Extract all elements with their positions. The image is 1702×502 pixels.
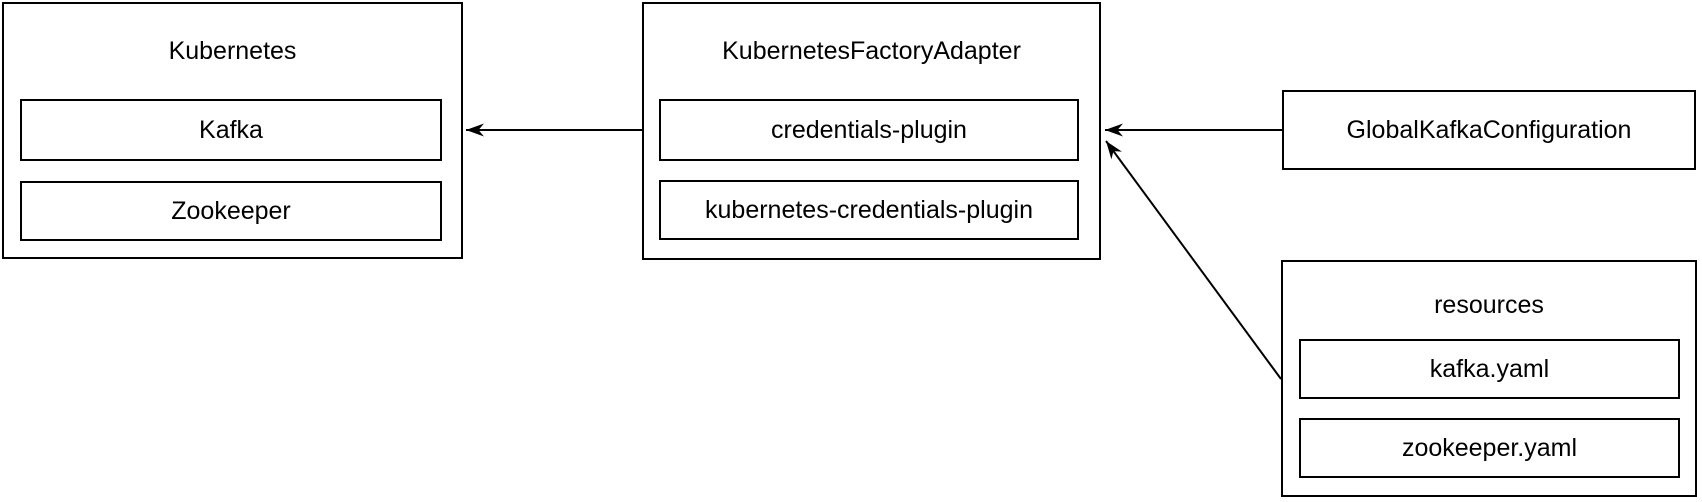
node-kubernetes-credentials-plugin: kubernetes-credentials-plugin [659,180,1079,240]
node-kubernetes-title: Kubernetes [168,37,297,65]
node-kafka-yaml: kafka.yaml [1299,339,1680,399]
node-factory-adapter: KubernetesFactoryAdapter credentials-plu… [642,2,1101,260]
edge-resources-to-factory [1105,140,1282,380]
node-global-kafka-configuration: GlobalKafkaConfiguration [1282,90,1696,170]
node-kafka-yaml-label: kafka.yaml [1429,354,1550,383]
node-zookeeper-yaml: zookeeper.yaml [1299,418,1680,478]
node-zookeeper-yaml-label: zookeeper.yaml [1401,433,1578,462]
node-factory-adapter-title: KubernetesFactoryAdapter [722,37,1021,65]
node-global-kafka-configuration-label: GlobalKafkaConfiguration [1346,115,1632,144]
node-zookeeper-label: Zookeeper [171,196,291,225]
node-resources-title: resources [1434,291,1544,319]
node-kubernetes: Kubernetes Kafka Zookeeper [2,2,463,259]
node-credentials-plugin: credentials-plugin [659,99,1079,161]
node-kafka: Kafka [20,99,442,161]
node-credentials-plugin-label: credentials-plugin [771,115,967,144]
node-resources: resources kafka.yaml zookeeper.yaml [1281,260,1697,497]
node-zookeeper: Zookeeper [20,181,442,241]
node-kubernetes-credentials-plugin-label: kubernetes-credentials-plugin [705,195,1033,224]
node-kafka-label: Kafka [199,115,263,144]
